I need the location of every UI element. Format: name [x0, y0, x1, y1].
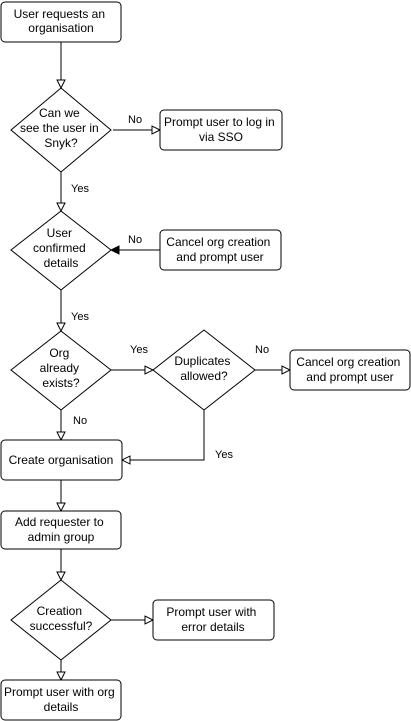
node-text-line: exists?	[42, 376, 80, 390]
node-prompt-error-details: Prompt user with error details	[152, 599, 275, 641]
node-text-line: Cancel org creation	[166, 235, 270, 249]
node-text-line: details	[44, 256, 79, 270]
svg-text:Prompt user with error d: Prompt user with error details	[166, 605, 259, 634]
node-text-line: Org	[49, 346, 69, 360]
edge-exists-yes: Yes	[111, 344, 155, 375]
node-text-line: see the user in	[20, 121, 99, 135]
edge-see-user-yes: Yes	[56, 171, 89, 213]
edge-label-yes: Yes	[215, 449, 233, 461]
decision-see-user-in-snyk: Can we see the user in Snyk?	[10, 87, 112, 173]
decision-creation-successful: Creation successful?	[10, 579, 112, 661]
node-text-line: via SSO	[199, 130, 243, 144]
svg-text:Prompt user with org det: Prompt user with org details	[4, 685, 118, 714]
edge-see-user-no: No	[113, 114, 162, 135]
svg-text:Create organisation: Create organisation	[9, 453, 114, 467]
node-prompt-org-details: Prompt user with org details	[0, 679, 122, 721]
node-text-line: and prompt user	[176, 250, 263, 264]
node-text-line: and prompt user	[306, 370, 393, 384]
node-text-line: Cancel org creation	[296, 355, 400, 369]
node-text-line: admin group	[28, 530, 95, 544]
edge-create-to-add-requester	[56, 480, 66, 513]
edge-label-no: No	[73, 415, 87, 427]
decision-duplicates-allowed: Duplicates allowed?	[152, 329, 256, 411]
node-cancel-org-creation-duplicates: Cancel org creation and prompt user	[289, 349, 411, 391]
node-text-line: error details	[181, 620, 244, 634]
svg-text:Prompt user to log in vi: Prompt user to log in via SSO	[164, 115, 278, 144]
edge-creation-to-org-details	[56, 660, 66, 682]
edge-label-yes: Yes	[71, 311, 89, 323]
node-cancel-org-creation: Cancel org creation and prompt user	[159, 229, 282, 271]
svg-text:Org already exists: Org already exists?	[40, 346, 83, 390]
node-text-line: Create organisation	[9, 453, 114, 467]
svg-text:Cancel org creation and: Cancel org creation and prompt user	[166, 235, 273, 264]
node-text-line: Add requester to	[15, 515, 104, 529]
node-text-line: details	[44, 700, 79, 714]
svg-text:Duplicates allowed?: Duplicates allowed?	[174, 354, 233, 383]
node-text-line: successful?	[30, 619, 93, 633]
edge-label-yes: Yes	[130, 344, 148, 356]
node-add-requester-admin-group: Add requester to admin group	[0, 510, 122, 550]
node-text-line: Duplicates	[174, 354, 230, 368]
edge-add-requester-to-creation	[56, 549, 66, 582]
node-text-line: Prompt user with org	[4, 685, 115, 699]
edge-request-to-see-user	[56, 42, 66, 90]
node-text-line: allowed?	[180, 369, 228, 383]
svg-text:User confirmed det: User confirmed details	[33, 226, 89, 270]
edge-label-no: No	[128, 114, 142, 126]
svg-text:User requests an organis: User requests an organisation	[14, 7, 109, 35]
node-text-line: Can we	[39, 106, 80, 120]
svg-text:Creation successful?: Creation successful?	[30, 604, 93, 633]
node-text-line: Creation	[37, 604, 82, 618]
node-text-line: Snyk?	[44, 136, 78, 150]
node-text-line: confirmed	[33, 241, 86, 255]
edge-label-yes: Yes	[71, 183, 89, 195]
edge-duplicates-no: No	[255, 344, 292, 375]
edge-duplicates-yes: Yes	[120, 410, 233, 465]
edge-label-no: No	[255, 344, 269, 356]
node-text-line: User	[47, 226, 72, 240]
edge-exists-no: No	[56, 410, 87, 442]
svg-text:Cancel org creation and: Cancel org creation and prompt user	[296, 355, 403, 384]
node-create-organisation: Create organisation	[0, 439, 123, 481]
svg-text:Add requester to admin g: Add requester to admin group	[15, 515, 107, 544]
edge-label-no: No	[128, 234, 142, 246]
node-text-line: Prompt user to log in	[164, 115, 275, 129]
edge-confirmed-no: No	[109, 234, 160, 255]
node-text-line: Prompt user with	[166, 605, 256, 619]
node-prompt-login-sso: Prompt user to log in via SSO	[159, 109, 283, 151]
decision-user-confirmed-details: User confirmed details	[10, 210, 112, 291]
node-text-line: organisation	[28, 21, 93, 35]
node-text-line: already	[40, 361, 79, 375]
svg-text:Can we see the user in: Can we see the user in Snyk?	[20, 106, 102, 150]
node-text-line: User requests an	[14, 7, 105, 21]
node-user-requests-organisation: User requests an organisation	[0, 1, 122, 43]
edge-confirmed-yes: Yes	[56, 290, 89, 333]
edge-creation-to-error	[111, 615, 155, 625]
decision-org-already-exists: Org already exists?	[10, 330, 112, 411]
